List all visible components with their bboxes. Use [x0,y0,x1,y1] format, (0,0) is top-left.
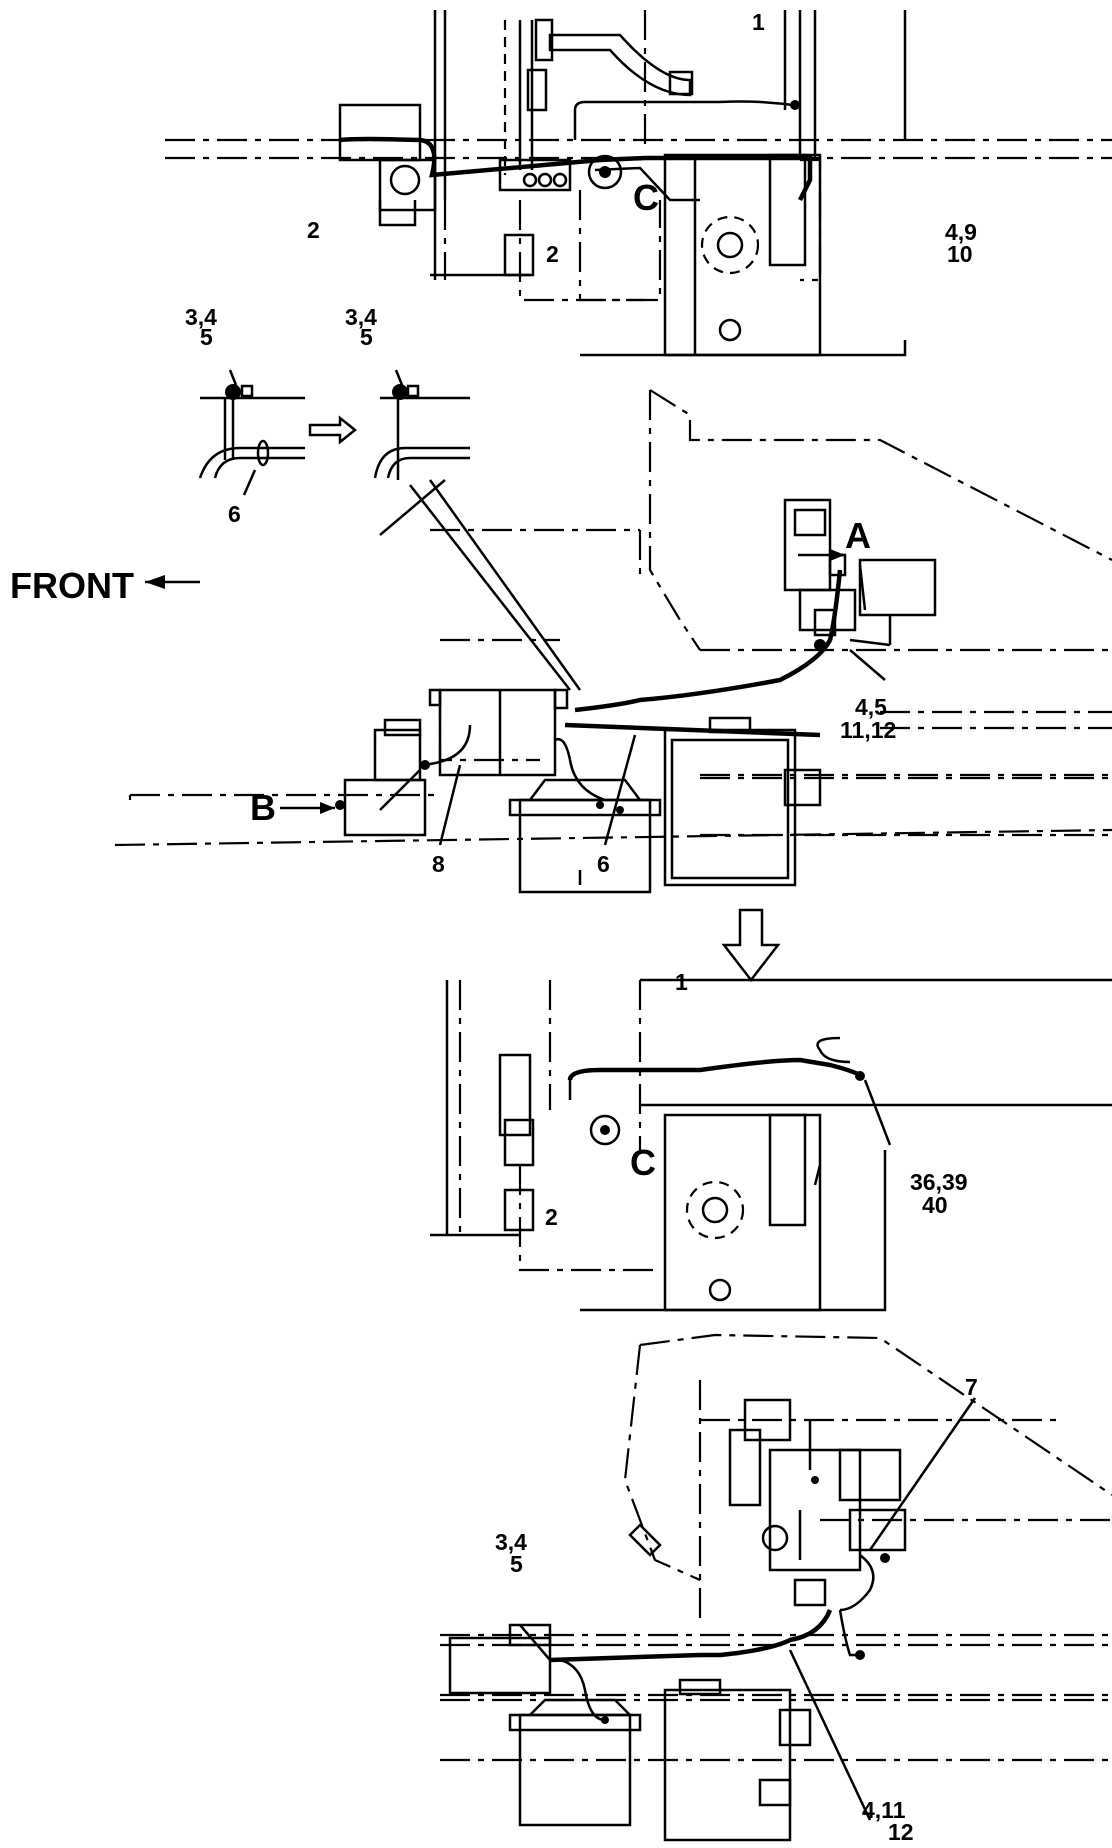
modified-view [430,978,1112,1312]
detail-before-label-6: 6 [228,501,241,527]
main-label-parts-11-12: 11,12 [840,717,896,743]
bottom-label-parts-3-4: 3,4 [495,1529,527,1555]
detail-after-label-5: 5 [360,324,373,350]
detail-before-label-5: 5 [200,324,213,350]
bottom-label-part-7: 7 [965,1374,978,1400]
detail-after-label-3-4: 3,4 [345,304,377,330]
top-view [165,10,1112,357]
transition-arrow [721,908,781,983]
top-label-part-2-left: 2 [307,217,320,243]
bottom-label-part-5: 5 [510,1551,523,1577]
bottom-label-parts-4-11: 4,11 [862,1797,906,1823]
main-view-letter-b: B [250,787,276,828]
bottom-label-part-12: 12 [888,1819,914,1845]
modified-view-letter-c: C [630,1142,656,1183]
top-label-part-2-right: 2 [546,241,559,267]
bottom-view [440,1333,1112,1842]
top-view-letter-c: C [633,177,659,218]
modified-label-part-2: 2 [545,1204,558,1230]
main-view [114,389,1112,894]
detail-before-label-3-4: 3,4 [185,304,217,330]
top-label-part-1: 1 [752,9,765,35]
modified-label-parts-36-39: 36,39 [910,1169,968,1195]
main-label-part-6: 6 [597,851,610,877]
modified-label-part-40: 40 [922,1192,948,1218]
modified-label-part-1: 1 [675,969,688,995]
front-label: FRONT [10,565,134,606]
main-label-parts-4-5: 4,5 [855,694,887,720]
detail-view [198,369,470,496]
main-view-letter-a: A [845,515,871,556]
top-label-parts-4-9: 4,9 [945,219,977,245]
main-label-part-8: 8 [432,851,445,877]
top-label-part-10: 10 [947,241,973,267]
